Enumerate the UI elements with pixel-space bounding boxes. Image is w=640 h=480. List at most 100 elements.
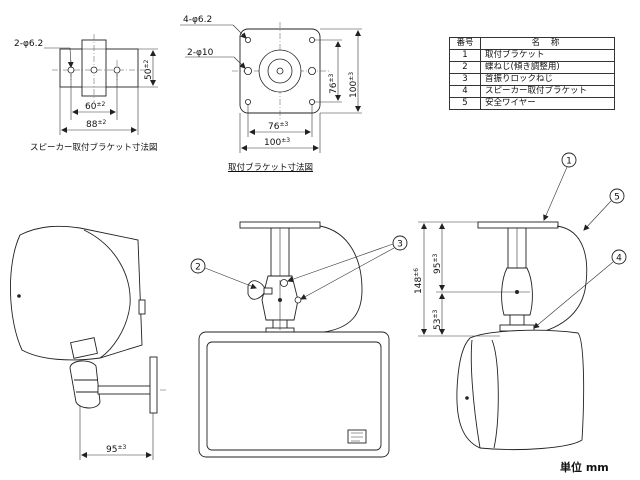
front-view-lock-screw-lower <box>294 296 302 304</box>
front-view-drawing <box>198 221 390 458</box>
parts-table-header-name: 名 称 <box>480 37 615 50</box>
front-view-speaker-body <box>198 331 390 458</box>
rear-view-total-tol: ±6 <box>413 268 420 277</box>
part-no: 2 <box>449 61 481 74</box>
rear-view-upper-dim: 95 <box>433 263 443 274</box>
mount-bracket-center-hole <box>276 67 284 75</box>
parts-table-header: 番号 名 称 <box>449 37 615 50</box>
speaker-bracket-pitch-tol: ±2 <box>96 101 105 108</box>
svg-text:76±3: 76±3 <box>268 121 288 132</box>
table-row: 5 安全ワイヤー <box>449 97 615 110</box>
svg-text:100±3: 100±3 <box>264 137 290 148</box>
speaker-bracket-hole-left <box>67 66 75 74</box>
rear-view-mount-plate <box>477 221 559 229</box>
callout-number-1: 1 <box>566 157 572 167</box>
side-view-speaker-body <box>10 225 143 361</box>
side-view-drawing: 95±3 <box>10 225 166 460</box>
side-view-swivel-joint <box>69 360 101 409</box>
callout-number-2: 2 <box>195 263 201 273</box>
speaker-bracket-hole-center <box>90 66 98 74</box>
svg-text:100±3: 100±3 <box>348 72 359 98</box>
rear-view-drawing: 148±6 95±3 53±3 <box>413 221 588 451</box>
speaker-bracket-width-tol: ±2 <box>97 119 106 126</box>
mount-bracket-hole-tl <box>244 37 251 44</box>
speaker-bracket-hole-label: 2-φ6.2 <box>14 39 43 49</box>
side-view-wall-plate <box>149 356 158 414</box>
part-name: 蝶ねじ(傾き調整用) <box>480 61 615 74</box>
parts-table-header-no: 番号 <box>449 37 481 50</box>
table-row: 4 スピーカー取付ブラケット <box>449 85 615 98</box>
callout-number-5: 5 <box>614 193 620 203</box>
side-view-depth-tol: ±3 <box>117 444 126 451</box>
rear-view-total-dim: 148 <box>414 277 424 294</box>
mount-bracket-drawing: 4-φ6.2 2-φ10 76±3 100±3 76±3 100±3 <box>180 15 362 153</box>
side-view-speaker-front-curve <box>83 229 131 359</box>
svg-text:50±2: 50±2 <box>143 60 154 80</box>
side-view-mount-tab <box>70 337 98 359</box>
unit-label: 単位 mm <box>560 461 609 474</box>
part-name: スピーカー取付ブラケット <box>480 85 615 98</box>
svg-text:148±6: 148±6 <box>413 268 424 294</box>
part-no: 4 <box>449 85 481 98</box>
mount-bracket-pitch-h-dim: 76 <box>268 122 280 132</box>
table-row: 2 蝶ねじ(傾き調整用) <box>449 61 615 74</box>
callout-circle-5 <box>609 188 625 204</box>
part-name: 安全ワイヤー <box>480 97 615 110</box>
part-no: 3 <box>449 73 481 86</box>
table-row: 3 首振りロックねじ <box>449 73 615 86</box>
speaker-bracket-caption: スピーカー取付ブラケット寸法図 <box>30 143 158 153</box>
rear-view-speaker-front-curve <box>470 339 481 449</box>
callouts: 2 3 1 5 4 <box>190 152 627 329</box>
rear-view-neck <box>509 314 525 326</box>
mount-bracket-pitch-v-dim: 76 <box>329 82 339 94</box>
mount-bracket-outer-h-dim: 100 <box>264 138 281 148</box>
side-view-depth-dim: 95 <box>106 445 117 455</box>
mount-bracket-hole-br <box>308 99 315 106</box>
front-view-safety-wire <box>319 225 363 333</box>
mount-bracket-side-hole-label: 2-φ10 <box>187 48 214 58</box>
svg-text:76±3: 76±3 <box>328 74 339 94</box>
side-view-arm <box>97 385 153 395</box>
svg-text:95±3: 95±3 <box>106 444 126 455</box>
parts-table: 番号 名 称 1 取付ブラケット 2 蝶ねじ(傾き調整用) 3 首振りロックねじ… <box>449 37 615 110</box>
part-no: 5 <box>449 97 481 110</box>
mount-bracket-pitch-v-tol: ±3 <box>328 74 335 83</box>
svg-text:95±3: 95±3 <box>432 254 443 274</box>
svg-text:88±2: 88±2 <box>86 119 106 130</box>
part-name: 取付ブラケット <box>480 49 615 62</box>
mount-bracket-outer-v-dim: 100 <box>349 81 359 98</box>
mount-bracket-hole-right <box>307 67 316 76</box>
rear-view-upper-tol: ±3 <box>432 254 439 263</box>
mount-bracket-outer-v-tol: ±3 <box>348 72 355 81</box>
callout-number-4: 4 <box>616 254 622 264</box>
rear-view-lower-tol: ±3 <box>432 310 439 319</box>
side-view-rear-knob <box>138 299 146 315</box>
speaker-bracket-drawing: 2-φ6.2 50±2 60±2 88±2 <box>14 34 158 135</box>
rear-view-lower-dim: 53 <box>433 319 443 330</box>
side-view-screw <box>17 294 21 298</box>
front-view-mount-plate <box>239 221 321 229</box>
mount-bracket-hole-tr <box>308 37 315 44</box>
rear-view-speaker-body <box>456 329 585 451</box>
part-no: 1 <box>449 49 481 62</box>
callout-circle-3 <box>392 235 408 251</box>
mount-bracket-hole-bl <box>244 99 251 106</box>
mount-bracket-hole-left <box>243 67 252 76</box>
speaker-bracket-height-tol: ±2 <box>143 60 150 69</box>
speaker-bracket-pitch-dim: 60 <box>85 102 97 112</box>
mount-bracket-outer-h-tol: ±3 <box>281 137 290 144</box>
svg-text:53±3: 53±3 <box>432 310 443 330</box>
callout-circle-4 <box>611 249 627 265</box>
speaker-bracket-height-dim: 50 <box>144 68 154 80</box>
front-view-speaker-grille <box>206 341 382 451</box>
mount-bracket-pitch-h-tol: ±3 <box>279 121 288 128</box>
speaker-bracket-width-dim: 88 <box>86 120 98 130</box>
mount-bracket-corner-hole-label: 4-φ6.2 <box>183 15 212 25</box>
part-name: 首振りロックねじ <box>480 73 615 86</box>
rear-view-screw <box>465 396 469 400</box>
svg-text:60±2: 60±2 <box>85 101 105 112</box>
callout-number-3: 3 <box>397 240 403 250</box>
rear-view-safety-wire <box>527 225 588 336</box>
